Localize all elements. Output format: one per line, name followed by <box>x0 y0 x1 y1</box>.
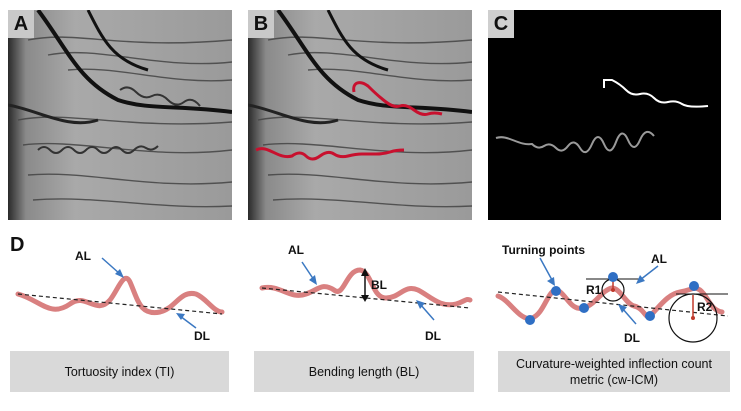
segmented-vessel-upper <box>603 79 709 108</box>
bending-curve <box>259 267 473 308</box>
turning-points-arrowhead <box>547 277 555 286</box>
cw-icm-caption: Curvature-weighted inflection count metr… <box>498 351 730 392</box>
cw-icm-chord <box>497 291 729 317</box>
tortuosity-chord <box>17 293 223 315</box>
bending-dl-label: DL <box>425 329 441 343</box>
cw-icm-al-arrow <box>639 265 659 281</box>
turning-point-3 <box>579 303 589 313</box>
panel-label-d: D <box>10 234 25 256</box>
bending-dl-arrow <box>419 303 435 321</box>
bending-bl-arrowhead-top <box>361 268 369 276</box>
bending-caption: Bending length (BL) <box>254 351 474 392</box>
tortuosity-dl-arrow <box>179 315 197 329</box>
tortuosity-al-arrowhead <box>115 269 124 278</box>
cw-icm-dl-arrowhead <box>618 304 627 313</box>
turning-points-label: Turning points <box>502 243 586 257</box>
cw-icm-r2-label: R2 <box>697 300 713 314</box>
retina-texture-a <box>8 10 232 220</box>
turning-point-4 <box>608 272 618 282</box>
panel-label-b: B <box>248 10 274 38</box>
bending-al-arrowhead <box>309 275 317 285</box>
cw-icm-al-label: AL <box>651 252 667 266</box>
tortuosity-al-label: AL <box>75 249 91 263</box>
cw-icm-r1-label: R1 <box>586 283 602 297</box>
turning-point-1 <box>525 315 535 325</box>
segmented-vessels <box>495 79 709 154</box>
bending-dl-arrowhead <box>416 300 425 309</box>
curvature-circle-r2 <box>668 293 718 343</box>
tortuosity-curve <box>15 275 225 316</box>
bending-bl-label: BL <box>371 278 387 292</box>
radius-r1-center <box>611 288 615 292</box>
cw-icm-al-arrowhead <box>636 275 645 284</box>
panel-label-c: C <box>488 10 514 38</box>
bending-al-label: AL <box>288 243 304 257</box>
cw-icm-dl-arrow <box>621 307 637 325</box>
turning-point-6 <box>689 281 699 291</box>
retina-image-b: B <box>248 10 472 220</box>
tortuosity-al-arrow <box>101 257 121 275</box>
highlighted-vessel-upper <box>352 81 443 116</box>
bending-bl-arrowhead-bottom <box>361 295 369 302</box>
turning-point-2 <box>551 286 561 296</box>
tortuosity-caption: Tortuosity index (TI) <box>10 351 229 392</box>
highlighted-vessel-lower <box>255 147 405 161</box>
bending-al-arrow <box>301 261 315 281</box>
radius-r2-center <box>691 316 695 320</box>
turning-point-5 <box>645 311 655 321</box>
segmented-vessel-lower <box>495 130 655 154</box>
panel-c: C <box>488 10 721 220</box>
segmentation-image-c: C <box>488 10 721 220</box>
panel-label-a: A <box>8 10 34 38</box>
tortuosity-dl-arrowhead <box>176 313 185 320</box>
retina-texture-b <box>248 10 472 220</box>
retina-image-a: A <box>8 10 232 220</box>
turning-points-arrow <box>539 257 553 281</box>
panel-b: B <box>248 10 472 220</box>
tortuosity-dl-label: DL <box>194 329 210 343</box>
panel-a: A <box>8 10 232 220</box>
cw-icm-dl-label: DL <box>624 331 640 345</box>
